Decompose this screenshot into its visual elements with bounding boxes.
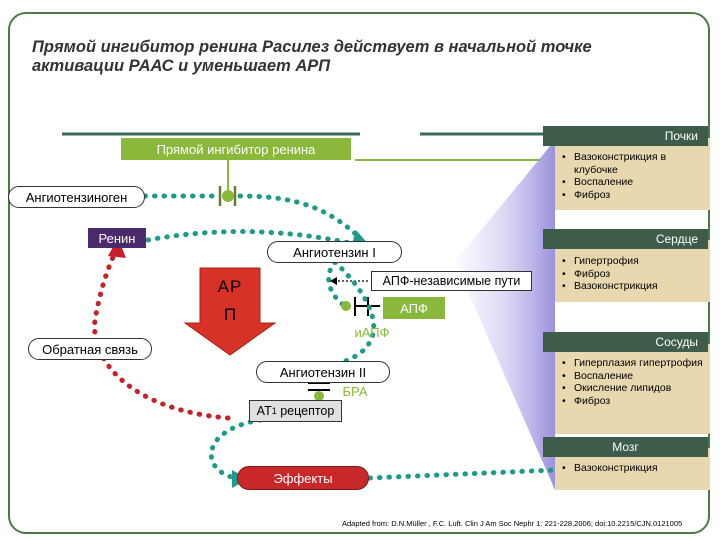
ace-independent-arrowhead [330,277,337,285]
feedback-arrowhead [108,238,126,258]
organ-effect: Фиброз [560,395,710,408]
renin-arc [145,229,363,248]
renin-label: Ренин [88,228,146,248]
organ-effect: Воспаление [560,176,710,189]
arp-down-arrow [183,267,277,356]
organ-header-kidney: Почки [543,126,708,146]
at1-subscript: 1 [271,406,277,416]
direct-inhibitor-label: Прямой ингибитор ренина [121,138,351,160]
ace-independent-label: АПФ-независимые пути [371,271,532,291]
ace-label: АПФ [383,297,445,319]
citation: Adapted from: D.N.Müller , F.C. Luft. Cl… [342,519,683,528]
arp-label-line1: АР [217,277,243,296]
organ-effect: Окисление липидов [560,382,710,395]
organ-effects-vessels: Гиперплазия гипертрофия Воспаление Окисл… [560,357,710,407]
angiotensin-conversion-path [332,259,377,366]
effects-to-organs-arrow [367,467,558,481]
organ-effect: Гиперплазия гипертрофия [560,357,710,370]
effects-fan [455,140,555,490]
organ-effects-heart: Гипертрофия Фиброз Вазоконстрикция [560,255,710,293]
organ-effects-brain: Вазоконстрикция [560,462,710,475]
main-cascade-path [142,193,363,241]
organ-header-vessels: Сосуды [543,332,708,352]
ace-block-dot [341,301,351,311]
organ-effect: Фиброз [560,268,710,281]
organ-effect: Вазоконстрикция в клубочке [560,151,710,176]
effects-label: Эффекты [237,466,369,490]
organ-effect: Вазоконстрикция [560,462,710,475]
organ-header-brain: Мозг [543,437,708,457]
at1-suffix: рецептор [276,404,335,418]
arb-label: БРА [342,383,368,399]
feedback-label: Обратная связь [28,338,152,360]
angiotensin1-label: Ангиотензин I [267,241,402,263]
organ-effect: Воспаление [560,370,710,383]
arb-block-dot [314,391,324,401]
slide-title: Прямой ингибитор ренина Расилез действуе… [32,38,592,75]
organ-effect: Фиброз [560,189,710,202]
arp-label-line2: П [223,305,237,324]
organ-header-heart: Сердце [543,229,708,249]
organ-effect: Гипертрофия [560,255,710,268]
angiotensin2-label: Ангиотензин II [256,361,390,383]
ace-inhibitor-label: иАПФ [354,324,390,340]
inhibitor-block-dot [222,190,234,202]
at1-prefix: AT [256,404,272,418]
angiotensinogen-label: Ангиотензиноген [8,186,145,208]
receptor-to-effects-path [208,417,263,481]
organ-effects-kidney: Вазоконстрикция в клубочке Воспаление Фи… [560,151,710,201]
organ-effect: Вазоконстрикция [560,280,710,293]
